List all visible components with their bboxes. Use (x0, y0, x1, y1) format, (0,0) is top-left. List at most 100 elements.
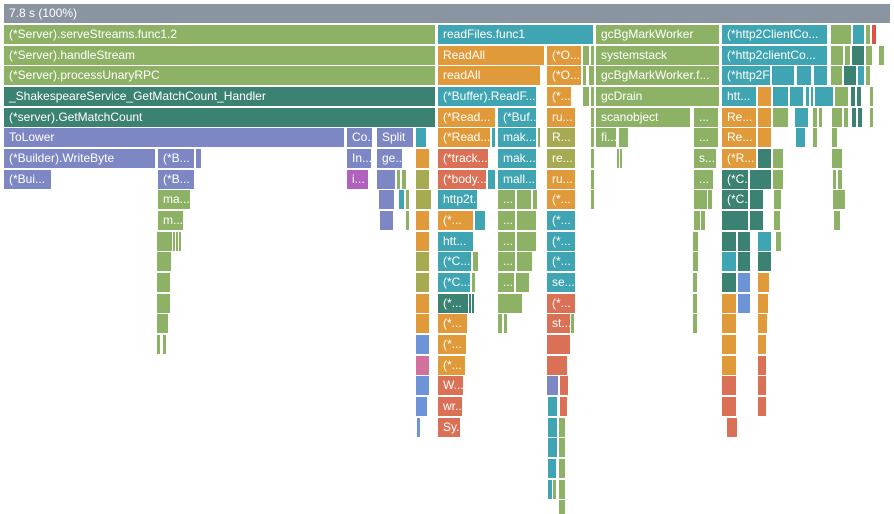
flame-block[interactable] (693, 232, 698, 251)
flame-block[interactable] (722, 211, 748, 230)
flame-block[interactable]: m... (158, 211, 183, 230)
flame-block[interactable] (758, 314, 767, 333)
flame-block[interactable] (475, 211, 485, 230)
flame-block[interactable] (774, 190, 781, 209)
flame-block[interactable] (517, 232, 536, 251)
flame-block[interactable] (772, 66, 794, 85)
flame-block[interactable] (845, 46, 850, 65)
flame-block[interactable] (750, 190, 763, 209)
flame-block[interactable] (517, 211, 536, 230)
flame-block[interactable] (693, 252, 698, 271)
flame-block[interactable] (538, 128, 540, 147)
flame-block[interactable] (559, 438, 565, 457)
flame-block[interactable] (591, 87, 594, 106)
flame-block[interactable] (722, 232, 736, 251)
flame-block[interactable] (157, 314, 168, 333)
flame-block[interactable]: Sy... (438, 418, 460, 437)
flame-block[interactable]: gcDrain (596, 87, 719, 106)
flame-block[interactable] (157, 273, 170, 292)
flame-block[interactable]: i... (347, 170, 368, 189)
flame-block[interactable]: (*Server).handleStream (4, 46, 435, 65)
flame-block[interactable] (693, 294, 697, 313)
flame-block[interactable] (758, 356, 766, 375)
flame-block[interactable]: (*Server).processUnaryRPC (4, 66, 435, 85)
flame-block[interactable]: (*... (547, 294, 575, 313)
flame-block[interactable] (406, 190, 409, 209)
flame-block[interactable] (758, 87, 771, 106)
flame-block[interactable] (416, 170, 429, 189)
flame-block[interactable] (831, 46, 843, 65)
flame-block[interactable]: ... (498, 211, 515, 230)
flame-block[interactable] (879, 46, 884, 65)
flame-block[interactable] (832, 149, 842, 168)
flame-block[interactable]: ... (498, 190, 515, 209)
flame-block[interactable]: W... (438, 376, 463, 395)
flame-root-bar[interactable]: 7.8 s (100%) (4, 4, 890, 23)
flame-block[interactable]: (*C... (438, 273, 470, 292)
flame-block[interactable] (722, 314, 736, 333)
flame-block[interactable] (469, 294, 471, 313)
flame-block[interactable] (402, 170, 406, 189)
flame-block[interactable]: Re... (722, 108, 756, 127)
flame-block[interactable] (727, 418, 737, 437)
flame-block[interactable] (196, 149, 201, 168)
flame-block[interactable] (406, 211, 409, 230)
flame-block[interactable] (852, 108, 856, 127)
flame-block[interactable]: In... (347, 149, 371, 168)
flame-block[interactable] (835, 87, 848, 106)
flame-block[interactable]: ... (498, 252, 515, 271)
flame-block[interactable] (548, 480, 552, 499)
flame-block[interactable] (533, 190, 537, 209)
flame-block[interactable] (797, 66, 811, 85)
flame-block[interactable] (758, 273, 769, 292)
flame-block[interactable] (852, 46, 864, 65)
flame-block[interactable]: gcBgMarkWorker.f... (596, 66, 719, 85)
flame-block[interactable]: readFiles.func1 (438, 25, 593, 44)
flame-block[interactable]: ToLower (4, 128, 344, 147)
flame-block[interactable] (473, 252, 478, 271)
flame-block[interactable]: ... (694, 128, 718, 147)
flame-block[interactable] (776, 232, 781, 251)
flame-block[interactable] (851, 87, 855, 106)
flame-block[interactable]: (*... (547, 211, 575, 230)
flame-block[interactable]: mall... (498, 170, 536, 189)
flame-block[interactable] (517, 190, 531, 209)
flame-block[interactable] (866, 25, 870, 44)
flame-block[interactable] (722, 356, 736, 375)
flame-block[interactable]: (*http2clientCo... (722, 46, 827, 65)
flame-block[interactable] (738, 252, 750, 271)
flame-block[interactable] (560, 397, 567, 416)
flame-block[interactable] (157, 232, 172, 251)
flame-block[interactable] (870, 87, 873, 106)
flame-block[interactable]: ReadAll (438, 46, 544, 65)
flame-block[interactable] (377, 170, 395, 189)
flame-block[interactable] (722, 397, 736, 416)
flame-block[interactable] (619, 128, 628, 147)
flame-block[interactable] (547, 335, 570, 354)
flame-block[interactable] (559, 418, 565, 437)
flame-block[interactable]: (*C... (438, 252, 471, 271)
flame-block[interactable] (548, 418, 557, 437)
flame-block[interactable] (866, 46, 872, 65)
flame-block[interactable]: ... (694, 170, 713, 189)
flame-block[interactable] (548, 459, 556, 478)
flame-block[interactable] (811, 87, 813, 106)
flame-block[interactable]: ge... (377, 149, 402, 168)
flame-block[interactable] (559, 500, 565, 514)
flame-block[interactable]: (*server).GetMatchCount (4, 108, 435, 127)
flame-block[interactable] (157, 294, 170, 313)
flame-block[interactable] (844, 66, 856, 85)
flame-block[interactable]: (*O... (547, 46, 581, 65)
flame-block[interactable]: (*Buf... (498, 108, 536, 127)
flame-block[interactable] (738, 294, 750, 313)
flame-block[interactable]: (*Bui... (4, 170, 51, 189)
flame-block[interactable] (832, 128, 837, 147)
flame-block[interactable]: s... (694, 149, 716, 168)
flame-block[interactable] (815, 87, 833, 106)
flame-block[interactable] (617, 149, 619, 168)
flame-block[interactable] (416, 128, 426, 147)
flame-block[interactable] (397, 170, 400, 189)
flame-block[interactable] (416, 211, 429, 230)
flame-block[interactable]: (*track... (438, 149, 488, 168)
flame-block[interactable] (694, 211, 700, 230)
